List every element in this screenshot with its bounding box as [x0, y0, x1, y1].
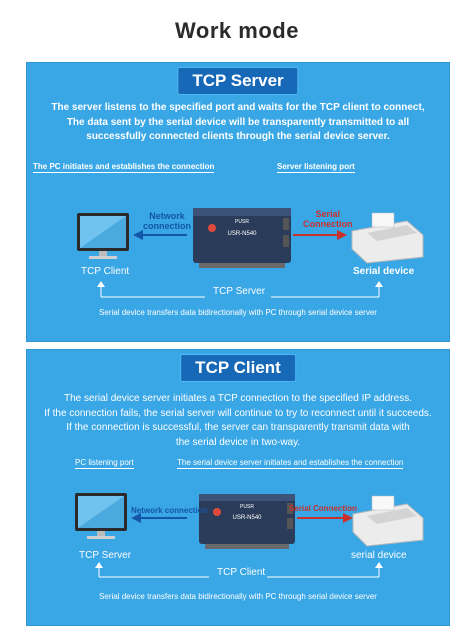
serial-connection-arrow [293, 230, 347, 240]
tcp-server-link-arrow [97, 281, 383, 298]
tcp-client-link-arrow [95, 562, 383, 578]
computer-icon [75, 493, 127, 539]
tcp-client-badge: TCP Client [180, 354, 296, 382]
server-listening-port-note: Server listening port [277, 162, 355, 173]
serial-device-label: serial device [351, 550, 407, 561]
page-title: Work mode [175, 18, 299, 43]
serial-server-device: PUSR USR-N540 [193, 208, 291, 268]
device-brand: PUSR [240, 504, 254, 510]
tcp-client-link-label: TCP Client [217, 567, 266, 578]
serial-connection-label: Serial Connection [289, 504, 358, 513]
pc-listening-port-note: PC listening port [75, 458, 134, 469]
tcp-server-diagram: PUSR USR-N540 [77, 208, 424, 298]
serial-connection-arrow [297, 513, 353, 523]
server-initiates-note: The serial device server initiates and e… [177, 458, 404, 469]
network-connection-arrow [131, 513, 187, 523]
serial-printer-icon [351, 212, 424, 264]
tcp-server-label: TCP Server [79, 550, 132, 561]
description-line: successfully connected clients through t… [86, 131, 390, 142]
network-connection-label: Network connection [131, 506, 208, 515]
computer-icon [77, 213, 129, 259]
description-line: The serial device server initiates a TCP… [64, 393, 412, 404]
device-brand: PUSR [235, 219, 249, 225]
tcp-client-panel: TCP Client The serial device server init… [26, 349, 450, 626]
server-footer-note: Serial device transfers data bidirection… [99, 308, 377, 317]
tcp-server-description: The server listens to the specified port… [35, 101, 441, 145]
network-connection-label: Network connection [143, 211, 192, 231]
network-connection-arrow [133, 230, 187, 240]
tcp-server-panel: TCP Server The server listens to the spe… [26, 62, 450, 342]
tcp-server-badge: TCP Server [177, 67, 299, 95]
device-model: USR-N540 [232, 515, 262, 521]
serial-connection-label: Serial Connection [303, 209, 353, 229]
description-line: If the connection is successful, the ser… [66, 422, 410, 433]
tcp-client-diagram: PUSR USR-N540 [75, 493, 424, 578]
serial-server-device: PUSR USR-N540 [199, 494, 295, 549]
device-model: USR-N540 [227, 231, 257, 237]
pc-initiates-note: The PC initiates and establishes the con… [33, 162, 215, 173]
serial-printer-icon [352, 495, 424, 547]
description-line: If the connection fails, the serial serv… [44, 407, 432, 419]
description-line: The data sent by the serial device will … [66, 116, 410, 128]
tcp-client-description: The serial device server initiates a TCP… [35, 392, 441, 450]
tcp-client-label: TCP Client [81, 266, 130, 277]
serial-device-label: Serial device [353, 266, 415, 277]
client-footer-note: Serial device transfers data bidirection… [99, 592, 377, 601]
description-line: The server listens to the specified port… [51, 102, 425, 113]
description-line: the serial device in two-way. [175, 436, 301, 448]
tcp-server-link-label: TCP Server [213, 286, 266, 297]
